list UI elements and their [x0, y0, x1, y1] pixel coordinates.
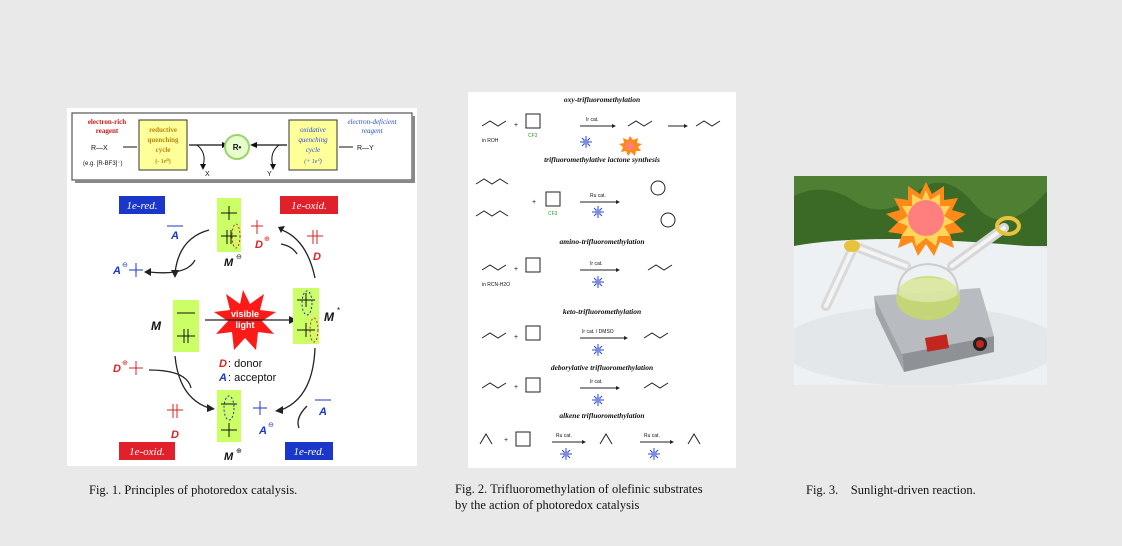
reagent-left-label: reagent — [96, 127, 119, 135]
figure-2-caption-line-1: Fig. 2. Trifluoromethylation of olefinic… — [455, 482, 703, 496]
reaction-schemes: oxy-trifluoromethylation + CF3 in ROH Ir… — [475, 95, 721, 460]
photocatalyst-light-icon — [580, 136, 592, 148]
figure-3-sunlight-photo — [794, 176, 1047, 385]
svg-text:⊕: ⊕ — [122, 360, 128, 367]
svg-text:⊖: ⊖ — [268, 422, 274, 429]
svg-text:+: + — [514, 122, 518, 129]
reductive-cycle-box — [138, 119, 188, 171]
d-plus-top: D — [255, 239, 263, 251]
svg-text:⊕: ⊕ — [236, 448, 242, 455]
label-1e-oxid-top-text: 1e-oxid. — [291, 200, 327, 212]
radical-label: R• — [233, 143, 242, 152]
photocatalyst-light-icon-7 — [648, 448, 660, 460]
label-1e-red-bottom-text: 1e-red. — [293, 446, 324, 458]
cf3-label-2: CF3 — [548, 211, 558, 217]
ru-cat-3: Ru cat. — [644, 433, 660, 439]
sun-icon — [886, 182, 966, 256]
svg-text:+: + — [514, 334, 518, 341]
ir-cat-3: Ir cat. — [590, 379, 603, 385]
label-1e-red-top — [119, 196, 165, 214]
m-ground-box — [173, 300, 199, 352]
m-plus-label: M — [224, 451, 234, 463]
rx-label: R—X — [91, 145, 108, 152]
example-label: (e.g. [R-BF3]⁻) — [83, 161, 123, 167]
svg-text:+: + — [532, 199, 536, 206]
reductive-line-1: reductive — [149, 126, 177, 134]
in-rcn: in RCN-H2O — [482, 282, 510, 288]
svg-text:⊖: ⊖ — [122, 262, 128, 269]
d-top-right: D — [313, 251, 321, 263]
electron-rich-label: electron-rich — [88, 118, 126, 126]
svg-text:+: + — [514, 266, 518, 273]
figure-2-caption: Fig. 2. Trifluoromethylation of olefinic… — [455, 481, 775, 513]
m-ground-label: M — [151, 319, 162, 333]
figure-1-caption: Fig. 1. Principles of photoredox catalys… — [89, 483, 298, 497]
oxidative-line-3: cycle — [306, 146, 320, 154]
legend-acceptor-text: : acceptor — [228, 372, 277, 384]
electron-deficient-label: electron-deficient — [347, 118, 397, 126]
photocatalyst-light-icon-2 — [592, 206, 604, 218]
ir-cat-1: Ir cat. — [586, 117, 599, 123]
m-excited-label: M — [324, 310, 335, 324]
section-title-keto: keto-trifluoromethylation — [563, 307, 641, 316]
ir-cat-2: Ir cat. — [590, 261, 603, 267]
sun-icon-1 — [619, 136, 642, 156]
ru-cat-2: Ru cat. — [556, 433, 572, 439]
label-1e-red-bottom — [285, 442, 333, 460]
figure-2-trifluoromethylation: oxy-trifluoromethylation + CF3 in ROH Ir… — [468, 92, 736, 468]
ry-label: R—Y — [357, 145, 374, 152]
d-bottom-left: D — [171, 429, 179, 441]
figure-3-caption: Fig. 3. Sunlight-driven reaction. — [806, 483, 976, 497]
photocatalyst-light-icon-5 — [592, 394, 604, 406]
svg-text:⊕: ⊕ — [264, 236, 270, 243]
reductive-line-2: quenching — [147, 136, 179, 144]
a-minus-bottom: A — [258, 425, 267, 437]
light-text: light — [236, 320, 255, 330]
figure-1-photoredox-principles: electron-rich reagent R—X (e.g. [R-BF3]⁻… — [67, 108, 417, 466]
photocatalyst-light-icon-6 — [560, 448, 572, 460]
section-title-oxy: oxy-trifluoromethylation — [564, 95, 640, 104]
legend-donor-letter: D — [219, 358, 227, 370]
d-plus-left: D — [113, 363, 121, 375]
oxidative-cycle-box — [288, 119, 338, 171]
photoredox-diagram: electron-rich reagent R—X (e.g. [R-BF3]⁻… — [71, 112, 415, 463]
section-title-alkene: alkene trifluoromethylation — [559, 411, 644, 420]
x-label: X — [205, 171, 210, 178]
section-title-amino: amino-trifluoromethylation — [559, 237, 644, 246]
label-1e-oxid-top — [280, 196, 338, 214]
a-top-left: A — [170, 230, 179, 242]
ir-dmso: Ir cat. / DMSO — [582, 329, 614, 335]
visible-text: visible — [231, 309, 259, 319]
svg-text:⊖: ⊖ — [236, 254, 242, 261]
reagent-right-label: reagent — [361, 127, 383, 135]
oxidative-line-1: oxidative — [300, 126, 326, 134]
reductive-line-3: cycle — [156, 146, 171, 154]
ru-cat-1: Ru cat. — [590, 193, 606, 199]
sunlight-reaction-photo — [794, 176, 1047, 385]
m-minus-label: M — [224, 257, 234, 269]
section-title-deborylative: deborylative trifluoromethylation — [551, 363, 653, 372]
legend-donor-text: : donor — [228, 358, 263, 370]
in-roh: in ROH — [482, 138, 499, 144]
photocatalyst-light-icon-3 — [592, 276, 604, 288]
a-minus-left: A — [112, 265, 121, 277]
label-1e-oxid-bottom-text: 1e-oxid. — [129, 446, 165, 458]
figure-2-caption-line-2: by the action of photoredox catalysis — [455, 498, 640, 512]
section-title-lactone: trifluoromethylative lactone synthesis — [544, 155, 660, 164]
legend-acceptor-letter: A — [218, 372, 227, 384]
reductive-line-4: (- 1e⁰) — [155, 158, 171, 165]
photocatalyst-light-icon-4 — [592, 344, 604, 356]
label-1e-oxid-bottom — [119, 442, 175, 460]
svg-text:*: * — [337, 306, 340, 315]
oxidative-line-4: (+ 1e⁰) — [304, 158, 322, 165]
cf3-label-1: CF3 — [528, 133, 538, 139]
y-label: Y — [267, 171, 272, 178]
svg-text:+: + — [514, 384, 518, 391]
oxidative-line-2: quenching — [298, 136, 328, 144]
label-1e-red-top-text: 1e-red. — [126, 200, 157, 212]
svg-text:+: + — [504, 437, 508, 444]
a-bottom-right: A — [318, 406, 327, 418]
